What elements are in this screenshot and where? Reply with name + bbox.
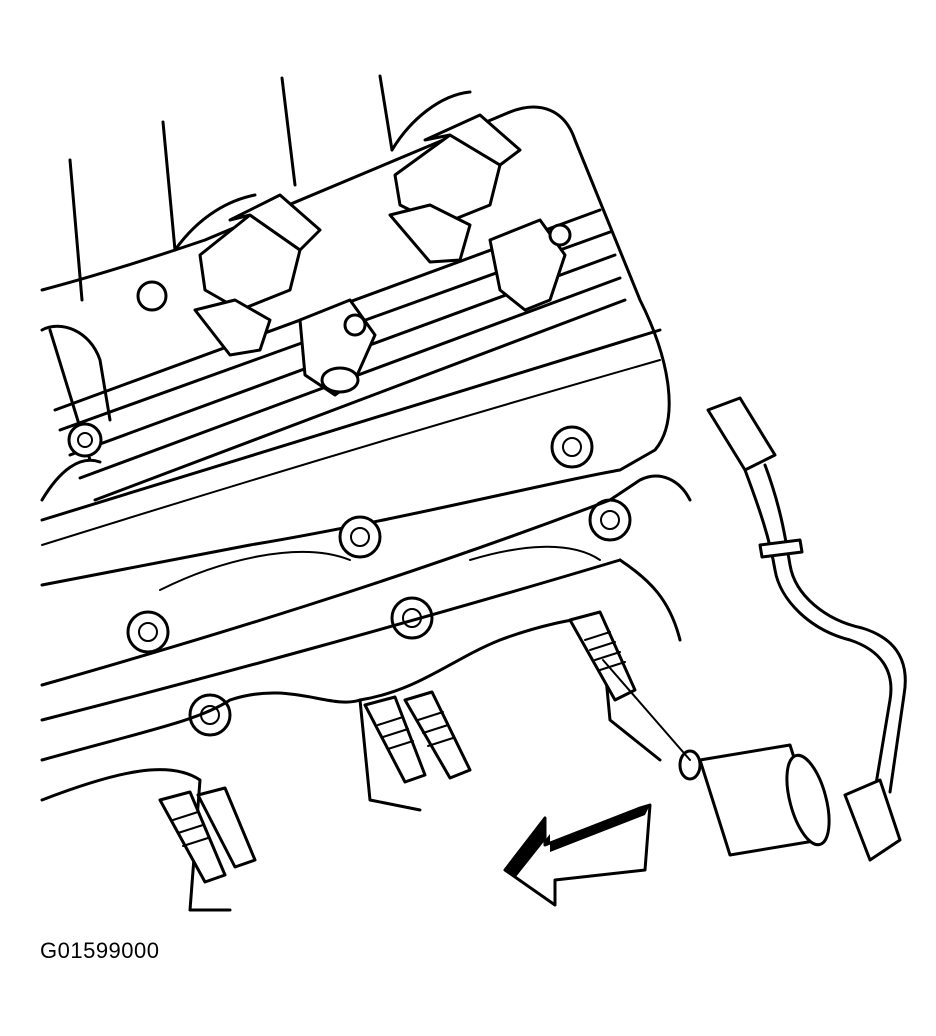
exhaust-manifold-bolts [158,610,637,884]
figure-id-label: G01599000 [40,938,160,963]
bolt [390,596,434,640]
stud-bolt [403,690,472,780]
bolt [343,313,367,337]
front-direction-arrow [503,803,652,907]
ignition-coil-2 [388,113,567,312]
spark-plug-wire [602,396,907,862]
stud-bolt [363,695,427,784]
head-bolts [67,223,632,737]
bolt [67,422,103,458]
cylinder-head [40,474,692,912]
bolt [588,498,632,542]
bolt [338,515,382,559]
bolt [548,223,572,247]
stud-bolt [196,786,257,869]
stud-bolt [158,790,227,884]
ignition-coil-1 [193,193,377,397]
bolt [550,425,594,469]
intake-runners [68,74,472,302]
bolt [136,280,168,312]
bolt [126,610,170,654]
ignition-coil-set [193,113,567,397]
